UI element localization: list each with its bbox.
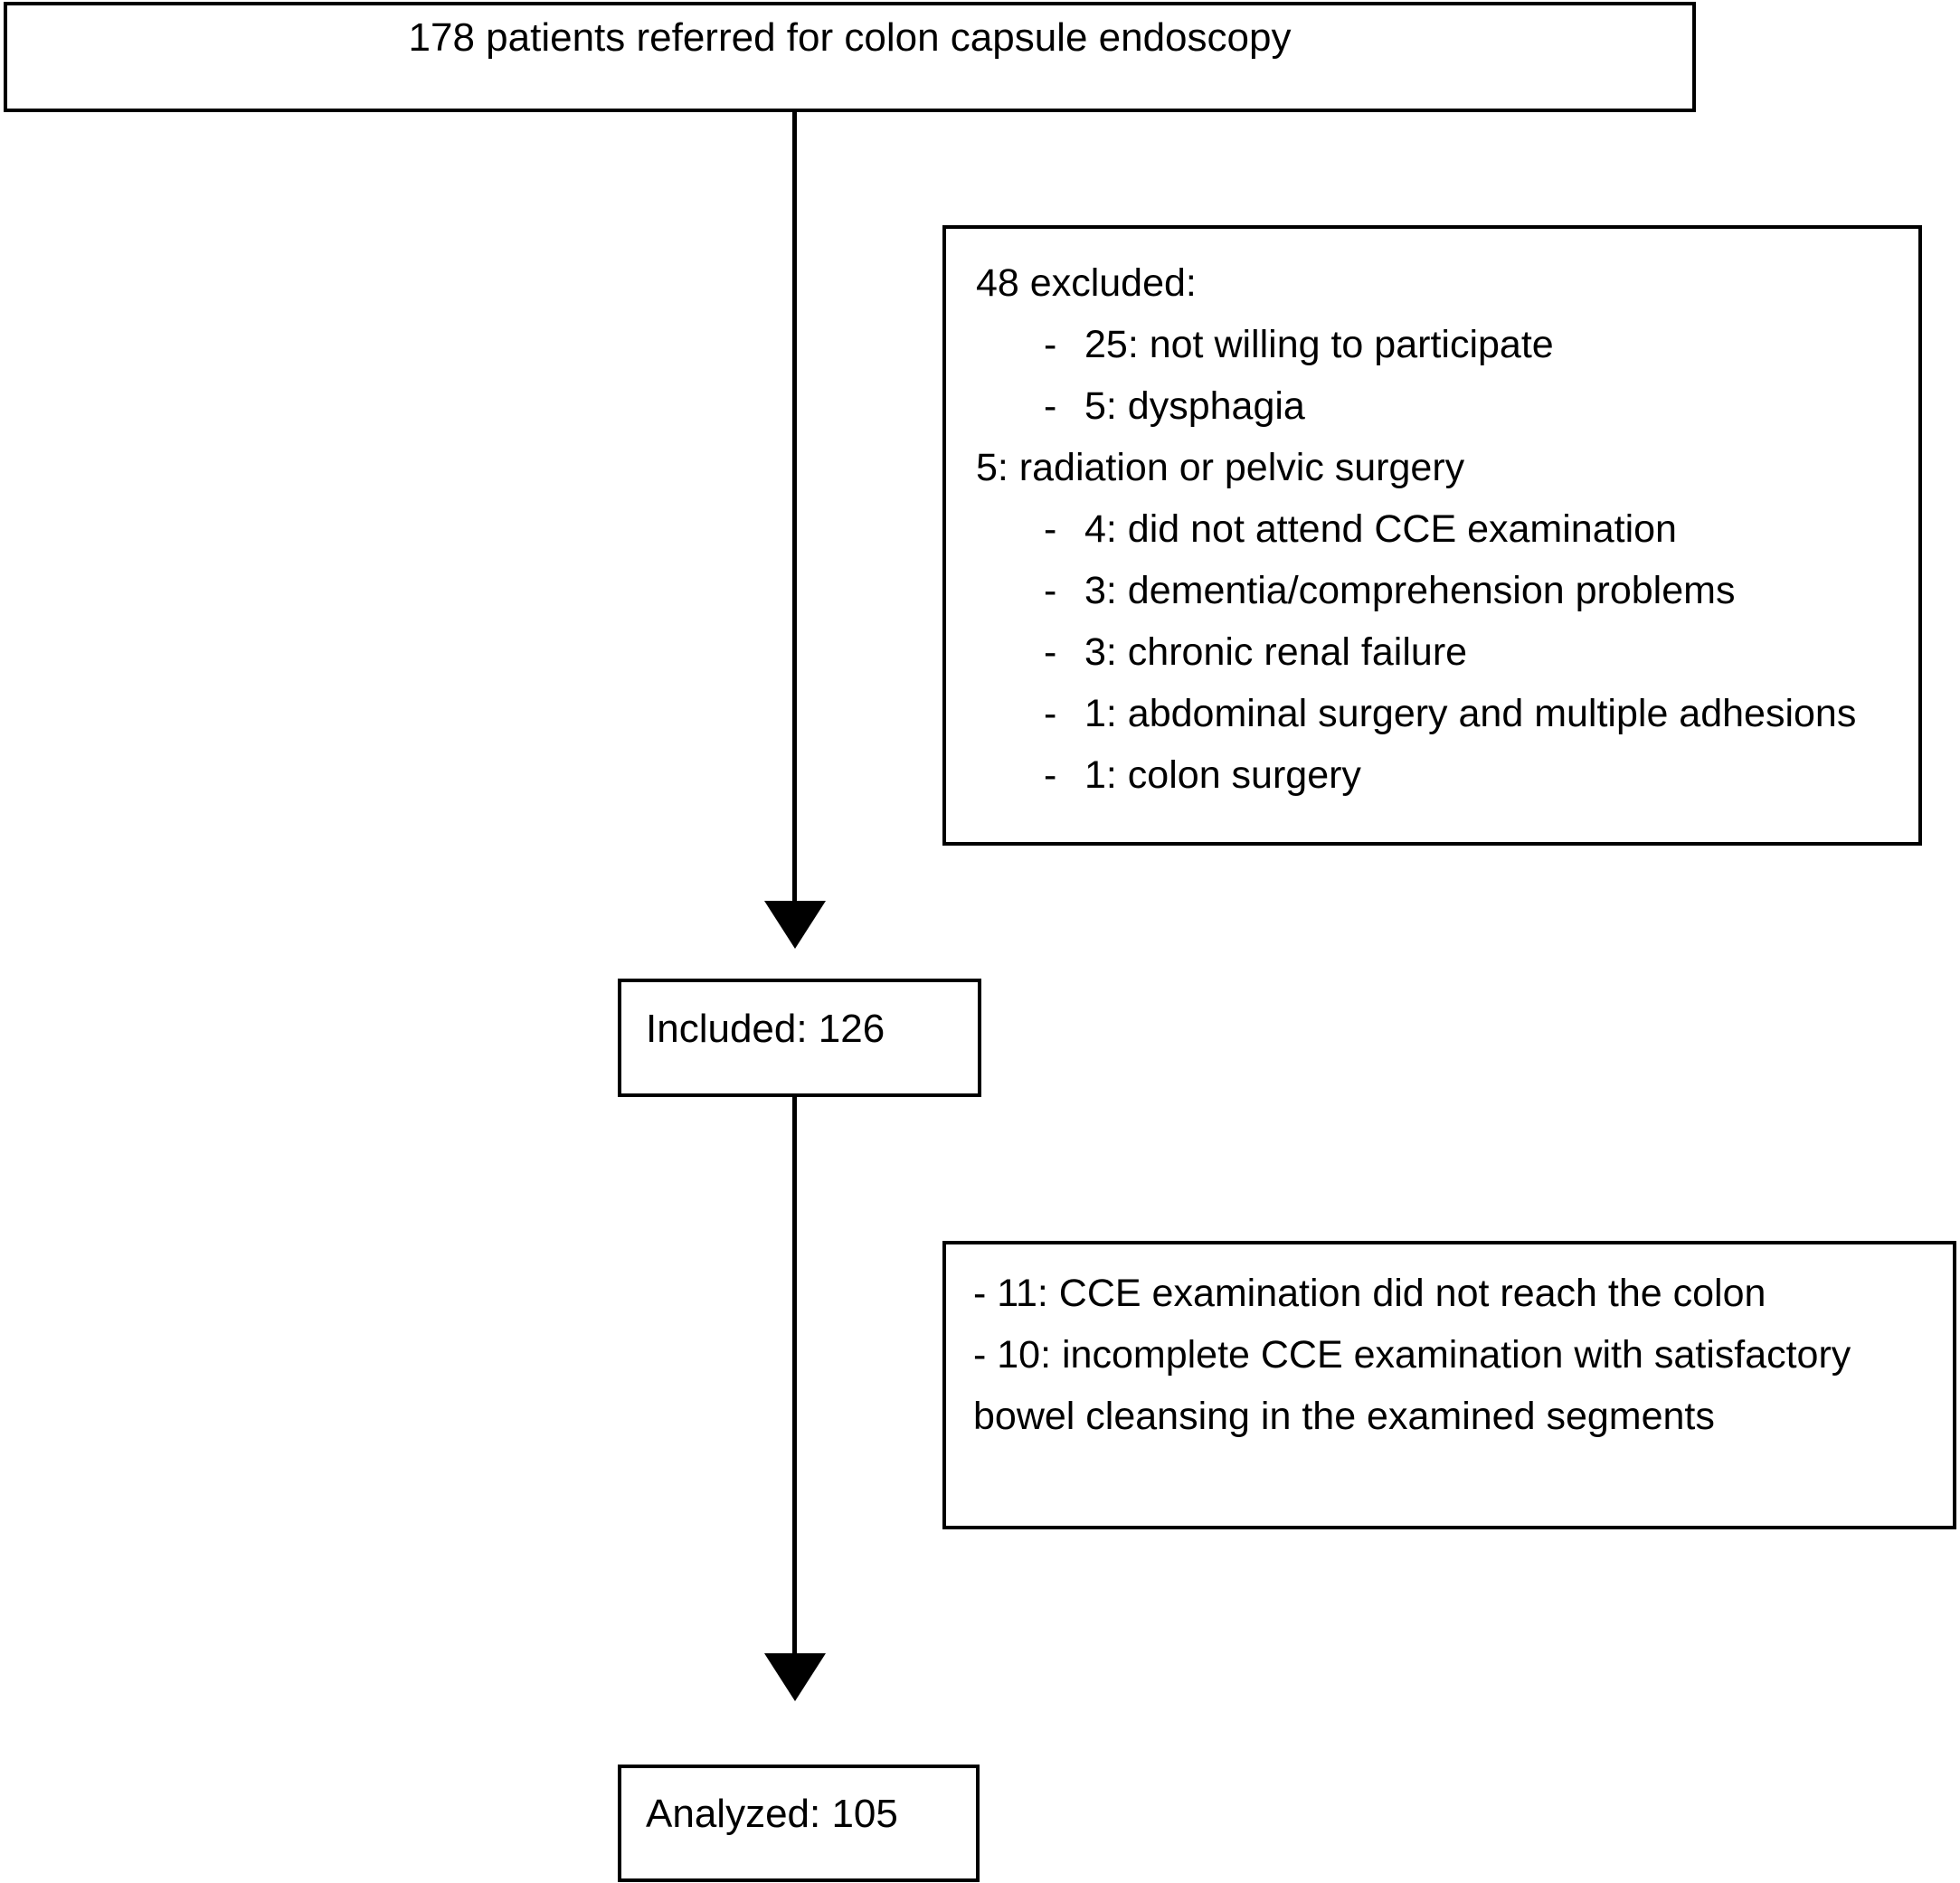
exclusion-item-text: 3: dementia/comprehension problems bbox=[1084, 569, 1736, 612]
node-included-box: Included: 126 bbox=[618, 979, 981, 1097]
bullet-dash-icon: - bbox=[1044, 507, 1057, 551]
exclusion-box-stage-1: 48 excluded: - 25: not willing to partic… bbox=[942, 225, 1922, 846]
node-referred-label: 178 patients referred for colon capsule … bbox=[408, 15, 1292, 60]
bullet-dash-icon: - bbox=[1044, 753, 1057, 797]
exclusion-stage-2-line: - 10: incomplete CCE examination with sa… bbox=[973, 1333, 1851, 1438]
node-included-label: Included: 126 bbox=[646, 1007, 885, 1051]
arrowhead-referred-to-included-icon bbox=[764, 901, 826, 949]
arrowhead-included-to-analyzed-icon bbox=[764, 1653, 826, 1701]
node-analyzed-box: Analyzed: 105 bbox=[618, 1765, 980, 1882]
node-analyzed-label: Analyzed: 105 bbox=[646, 1792, 898, 1836]
bullet-dash-icon: - bbox=[1044, 630, 1057, 674]
exclusion-stage-1-item: - 4: did not attend CCE examination bbox=[976, 498, 1906, 560]
exclusion-stage-1-item: - 3: dementia/comprehension problems bbox=[976, 560, 1906, 621]
exclusion-stage-1-item: - 25: not willing to participate bbox=[976, 314, 1906, 375]
exclusion-item-text: 1: colon surgery bbox=[1084, 753, 1361, 797]
connector-line-included-to-analyzed bbox=[792, 1097, 797, 1661]
connector-line-referred-to-included bbox=[792, 112, 797, 908]
exclusion-box-stage-2: - 11: CCE examination did not reach the … bbox=[942, 1241, 1956, 1529]
exclusion-item-text: 5: dysphagia bbox=[1084, 384, 1305, 428]
bullet-dash-icon: - bbox=[1044, 569, 1057, 612]
exclusion-stage-1-item: - 3: chronic renal failure bbox=[976, 621, 1906, 683]
exclusion-item-text: 3: chronic renal failure bbox=[1084, 630, 1468, 674]
exclusion-item-text: 4: did not attend CCE examination bbox=[1084, 507, 1677, 551]
exclusion-stage-1-item: - 1: colon surgery bbox=[976, 744, 1906, 806]
bullet-dash-icon: - bbox=[1044, 692, 1057, 735]
exclusion-stage-1-item: - 5: dysphagia bbox=[976, 375, 1906, 437]
bullet-dash-icon: - bbox=[1044, 384, 1057, 428]
exclusion-stage-2-line: - 11: CCE examination did not reach the … bbox=[973, 1272, 1766, 1315]
bullet-dash-icon: - bbox=[1044, 323, 1057, 366]
exclusion-stage-1-header: 48 excluded: bbox=[976, 261, 1197, 305]
node-referred-box: 178 patients referred for colon capsule … bbox=[4, 2, 1696, 112]
exclusion-stage-1-item: - 1: abdominal surgery and multiple adhe… bbox=[976, 683, 1906, 744]
exclusion-item-text: 25: not willing to participate bbox=[1084, 323, 1554, 366]
exclusion-item-text: 1: abdominal surgery and multiple adhesi… bbox=[1084, 692, 1857, 735]
exclusion-stage-1-unbulleted-line: 5: radiation or pelvic surgery bbox=[976, 446, 1465, 489]
